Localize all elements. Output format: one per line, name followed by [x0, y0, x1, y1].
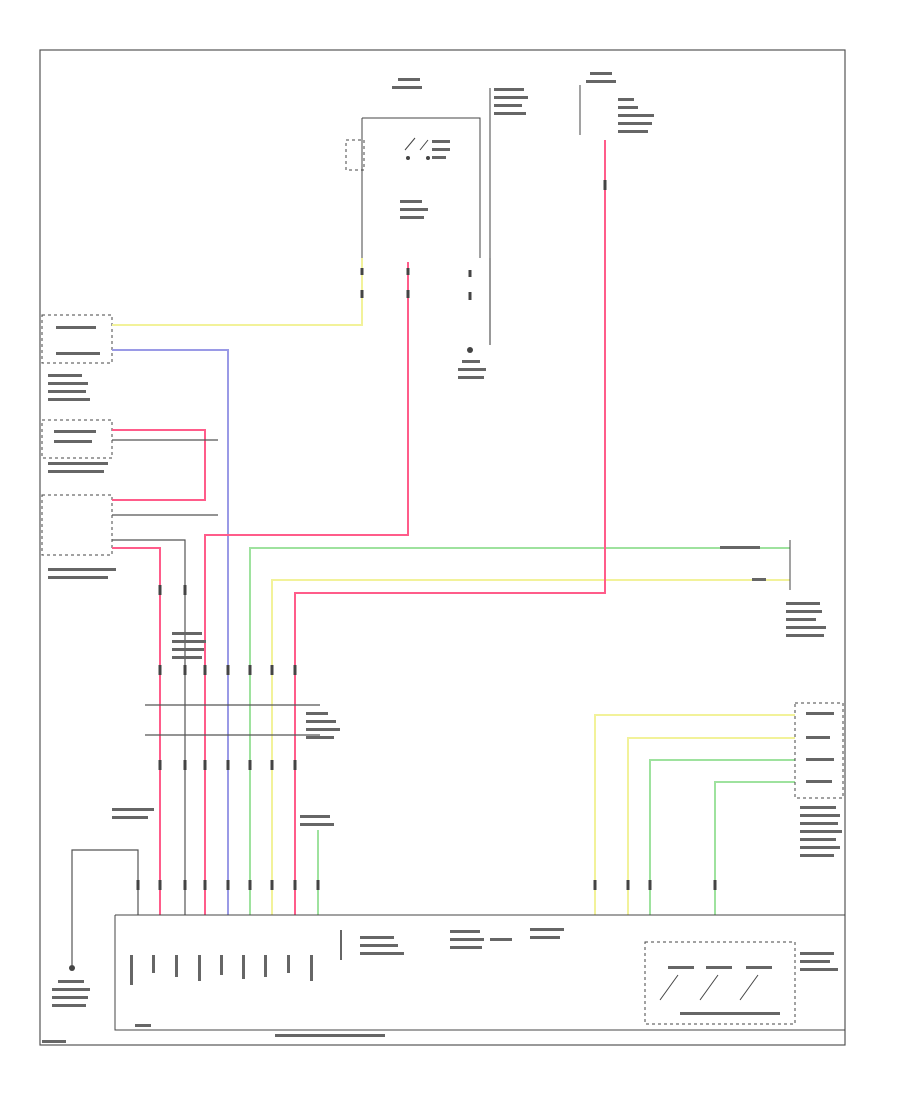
module-bottom	[42, 914, 845, 1043]
diagram-frame	[39, 49, 846, 1046]
component-right-top	[720, 540, 826, 637]
ground-symbol-top	[458, 347, 486, 379]
component-left-2	[41, 419, 113, 473]
component-left-1	[41, 314, 113, 401]
connector-ticks	[136, 180, 717, 890]
component-right-switch-stack	[794, 702, 844, 857]
component-left-3	[41, 494, 116, 579]
mid-labels	[112, 632, 340, 826]
wire-harness	[71, 140, 795, 965]
ground-symbol-left	[52, 965, 90, 1007]
fuse-block-top	[345, 72, 654, 258]
